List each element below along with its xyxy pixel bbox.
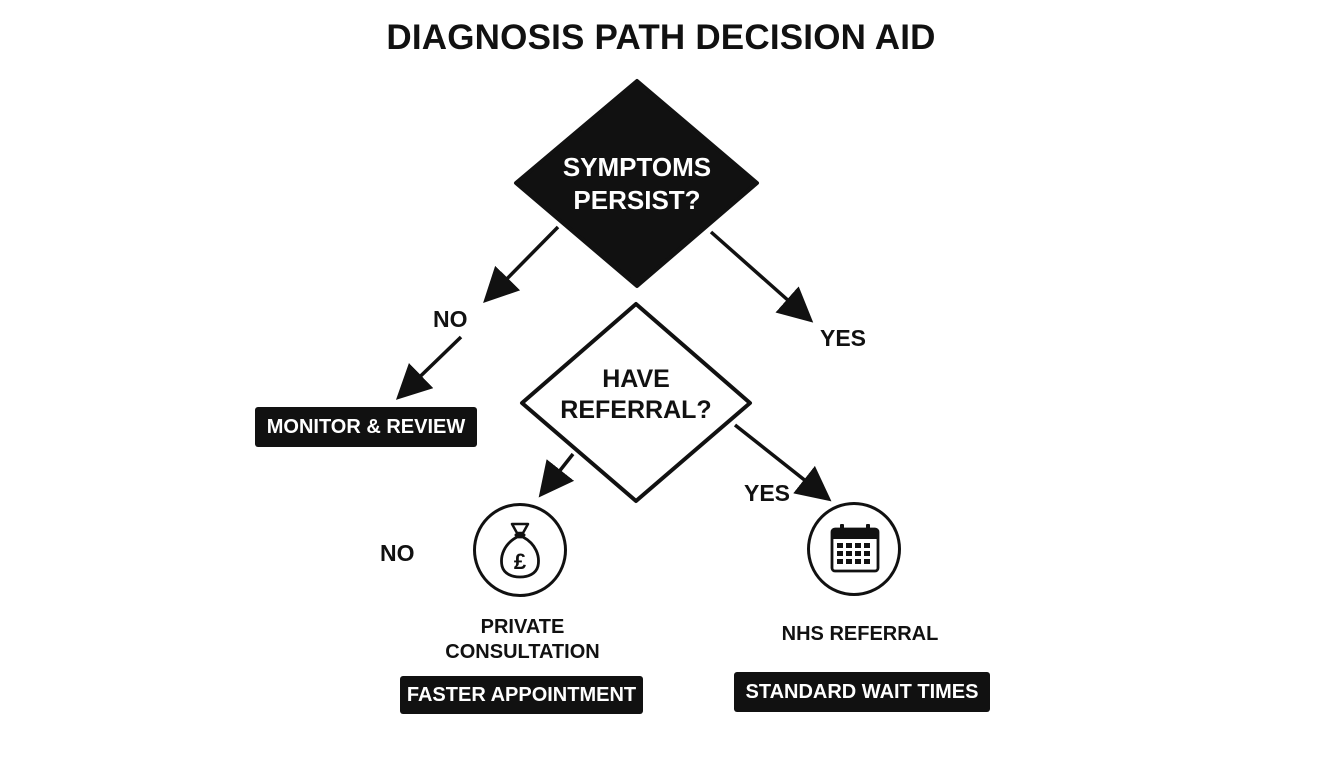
private-consultation-line1: PRIVATE [480, 616, 565, 638]
nhs-referral-label: NHS REFERRAL [750, 622, 970, 647]
calendar-icon [807, 502, 901, 596]
nhs-referral-line1: NHS REFERRAL [781, 623, 939, 645]
symptoms-decision-line2: PERSIST? [573, 184, 701, 215]
arrow-symptoms-no [483, 225, 560, 303]
money-bag-pound-icon: £ [473, 503, 567, 597]
arrow-referral-yes [733, 423, 832, 502]
referral-decision-text: HAVE REFERRAL? [536, 364, 736, 427]
symptoms-decision-text: SYMPTOMS PERSIST? [537, 151, 737, 216]
branch-label-symptoms-no: NO [433, 306, 468, 332]
page-title: DIAGNOSIS PATH DECISION AID [386, 18, 936, 57]
private-consultation-label: PRIVATE CONSULTATION [420, 615, 625, 665]
referral-decision-line2: REFERRAL? [560, 396, 712, 425]
branch-label-referral-no: NO [380, 540, 415, 566]
standard-wait-times-badge: STANDARD WAIT TIMES [734, 672, 990, 712]
pound-sign-glyph: £ [514, 549, 527, 574]
arrow-no-to-monitor [395, 335, 463, 400]
referral-decision-line1: HAVE [602, 365, 670, 393]
symptoms-decision-line1: SYMPTOMS [562, 152, 712, 182]
faster-appointment-badge: FASTER APPOINTMENT [400, 676, 643, 714]
symptoms-decision-diamond [514, 79, 759, 288]
private-consultation-line2: CONSULTATION [445, 641, 600, 663]
arrow-referral-no [538, 452, 575, 498]
monitor-review-badge: MONITOR & REVIEW [255, 407, 477, 447]
branch-label-referral-yes: YES [744, 480, 791, 506]
arrow-symptoms-yes [709, 230, 814, 323]
referral-decision-diamond [520, 302, 752, 503]
branch-label-symptoms-yes: YES [820, 325, 867, 351]
